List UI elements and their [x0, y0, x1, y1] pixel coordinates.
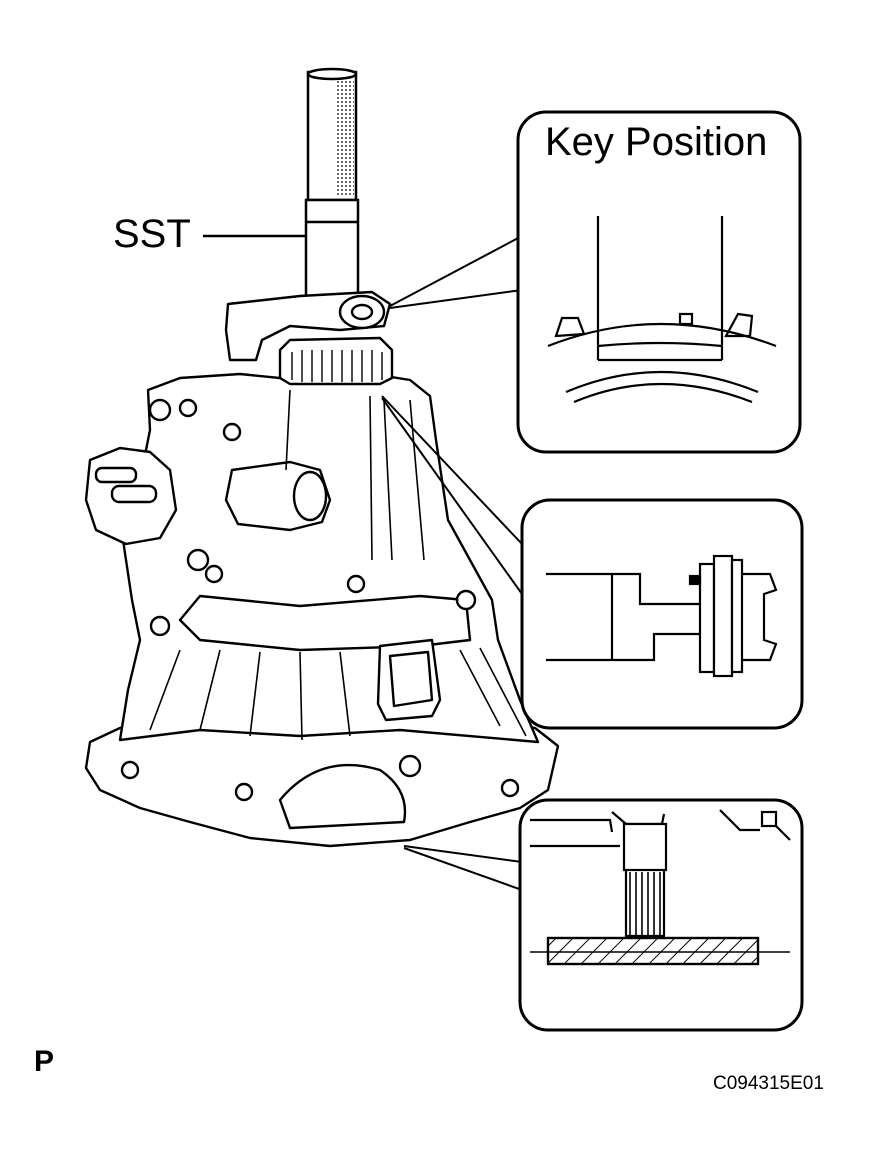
view-marker-label: P	[34, 1045, 55, 1078]
shaft-support-inset	[518, 798, 804, 1032]
transmission-case	[84, 290, 560, 848]
sst-tool	[304, 67, 360, 298]
key-position-title: Key Position	[545, 120, 768, 164]
sst-label: SST	[113, 212, 191, 256]
figure-code: C094315E01	[713, 1073, 824, 1094]
cross-section-inset	[520, 498, 804, 730]
callout-leaders	[381, 235, 523, 891]
key-position-inset	[516, 110, 802, 454]
